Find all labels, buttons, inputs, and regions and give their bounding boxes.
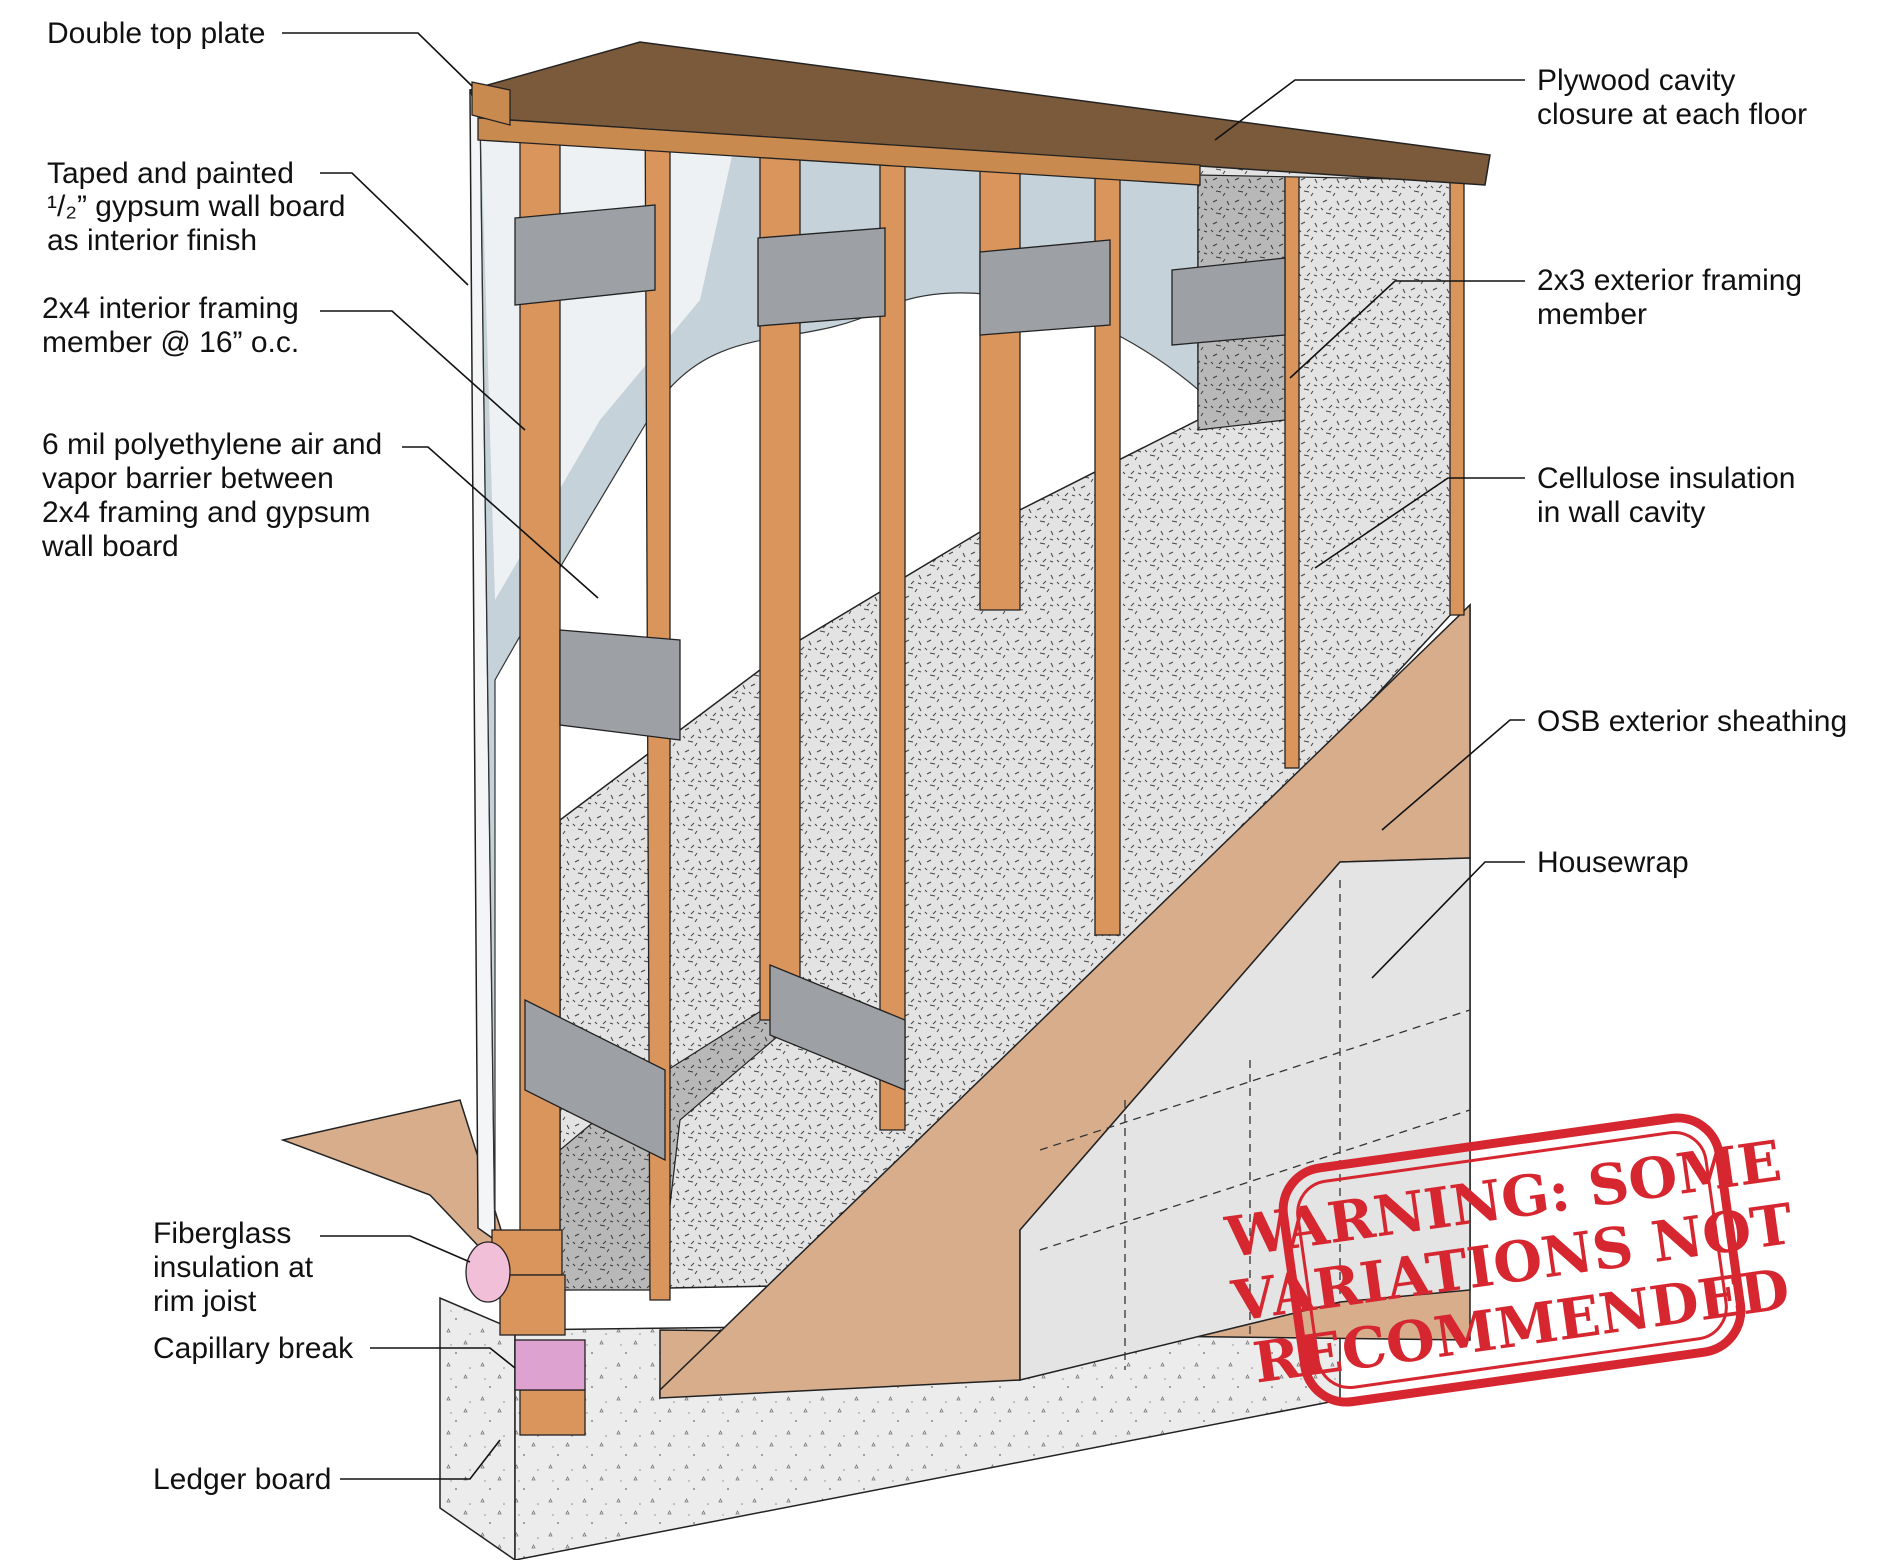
label-gypsum-1: Taped and painted	[47, 157, 294, 190]
label-fiberglass-3: rim joist	[153, 1285, 257, 1318]
left-labels: Double top plate Taped and painted ¹/₂” …	[41, 17, 382, 1496]
fiberglass-insulation	[465, 1241, 511, 1303]
label-plywood-closure-2: closure at each floor	[1537, 98, 1807, 131]
label-cellulose-2: in wall cavity	[1537, 496, 1705, 529]
label-exterior-framing-2: member	[1537, 298, 1647, 331]
label-fiberglass-2: insulation at	[153, 1251, 314, 1284]
label-interior-framing-2: member @ 16” o.c.	[42, 326, 299, 359]
label-vapor-barrier-1: 6 mil polyethylene air and	[42, 428, 382, 461]
exterior-stud	[1284, 147, 1300, 769]
label-housewrap: Housewrap	[1537, 846, 1689, 879]
label-double-top-plate: Double top plate	[47, 17, 266, 50]
label-gypsum-3: as interior finish	[47, 224, 257, 257]
warning-stamp-outer-border	[1278, 1113, 1746, 1407]
label-gypsum-2: ¹/₂” gypsum wall board	[47, 190, 345, 223]
label-plywood-closure-1: Plywood cavity	[1537, 64, 1735, 97]
label-vapor-barrier-2: vapor barrier between	[42, 462, 334, 495]
label-capillary-break: Capillary break	[153, 1332, 354, 1365]
capillary-break	[514, 1339, 586, 1391]
right-labels: Plywood cavity closure at each floor 2x3…	[1537, 64, 1847, 879]
leader-lines	[282, 32, 1525, 1480]
housewrap	[1019, 857, 1471, 1381]
top-plate	[469, 41, 1491, 186]
exterior-stud-right	[1449, 154, 1465, 616]
label-osb: OSB exterior sheathing	[1537, 705, 1847, 738]
housewrap-dashes	[1039, 880, 1471, 1370]
warning-stamp-inner-border	[1296, 1130, 1728, 1390]
label-ledger-board: Ledger board	[153, 1463, 331, 1496]
label-vapor-barrier-4: wall board	[41, 530, 179, 563]
label-interior-framing-1: 2x4 interior framing	[42, 292, 299, 325]
label-exterior-framing-1: 2x3 exterior framing	[1537, 264, 1802, 297]
label-vapor-barrier-3: 2x4 framing and gypsum	[42, 496, 371, 529]
label-cellulose-1: Cellulose insulation	[1537, 462, 1796, 495]
steel-tie-plates	[514, 204, 1286, 1162]
label-fiberglass-1: Fiberglass	[153, 1217, 291, 1250]
